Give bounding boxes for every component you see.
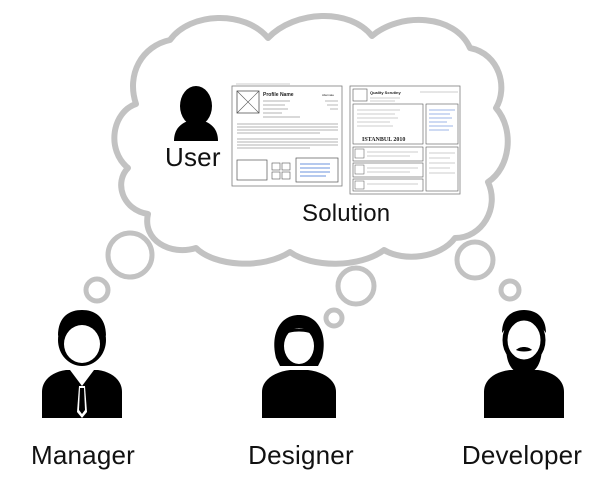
thought-trail-designer — [323, 265, 377, 329]
designer-icon — [262, 315, 336, 418]
mockup-dashboard-wireframe: Quality Scrutiny ISTANBUL 2010 — [349, 85, 461, 195]
user-icon — [174, 86, 218, 141]
manager-icon — [42, 310, 122, 418]
solution-label: Solution — [302, 200, 391, 227]
mockup-right-header: Quality Scrutiny — [370, 90, 401, 95]
thought-trail-manager — [83, 230, 155, 304]
manager-label: Manager — [30, 440, 136, 470]
user-label: User — [165, 142, 221, 172]
thought-trail-developer — [454, 239, 522, 302]
mockup-left-header-right: Alternate — [322, 93, 334, 97]
designer-label: Designer — [248, 440, 354, 470]
mockup-right-banner: ISTANBUL 2010 — [362, 137, 405, 143]
mockup-left-header: Profile Name — [263, 92, 294, 98]
mockup-profile-wireframe: Profile Name Alternate — [231, 83, 343, 187]
developer-label: Developer — [461, 440, 583, 470]
developer-icon — [484, 310, 564, 418]
